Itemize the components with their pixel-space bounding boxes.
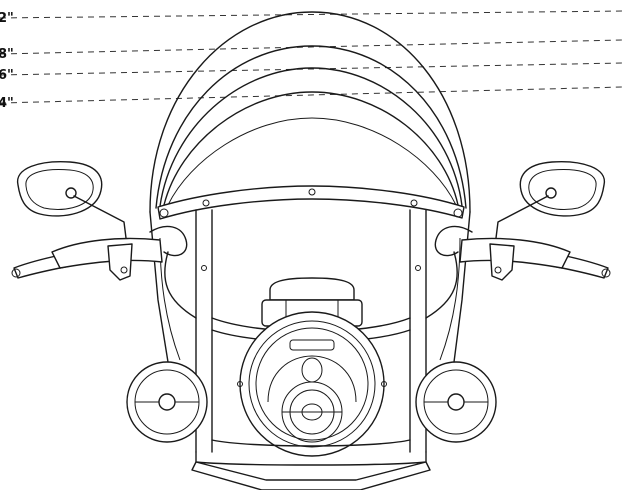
right-passing-lamp-center — [447, 393, 465, 411]
windshield-outlines — [149, 11, 471, 213]
right-switch-block — [489, 243, 515, 281]
height-guide-lines — [0, 10, 622, 104]
height-label-6: 6" — [0, 68, 14, 83]
left-control-housing — [51, 237, 163, 269]
left-switch-bolt — [120, 266, 128, 274]
gauge-housing — [269, 277, 355, 301]
headlight-outer-ring — [239, 311, 385, 457]
windshield-2in — [149, 11, 471, 213]
height-label-2: 2" — [0, 11, 14, 26]
left-mirror-stem — [73, 195, 127, 239]
lamp-bar — [195, 451, 427, 466]
height-label-4: 4" — [0, 96, 14, 111]
right-switch-bolt — [494, 266, 502, 274]
left-mirror-glass — [25, 169, 94, 210]
windshield-left-inner — [159, 237, 181, 361]
right-mirror-stem — [495, 195, 549, 239]
left-cable — [164, 251, 197, 319]
height-line-2 — [0, 10, 622, 19]
windshield-right-inner — [439, 237, 461, 361]
strut-bolt — [415, 265, 421, 271]
left-passing-lamp-center — [158, 393, 176, 411]
headlight-arc — [267, 355, 357, 403]
lamp-bar-inner — [211, 439, 411, 447]
height-line-6 — [0, 62, 622, 76]
left-clamp — [149, 225, 188, 257]
windshield-8in — [155, 45, 467, 209]
headlight-top-tab — [289, 339, 335, 351]
height-line-4 — [0, 86, 622, 104]
headlight-bezel — [248, 320, 376, 448]
windshield-6in — [159, 67, 463, 207]
lower-fork-bridge — [191, 461, 431, 490]
windshield-4in — [163, 91, 459, 206]
headlight-mount-bolt — [237, 381, 243, 387]
height-label-8: 8" — [0, 47, 14, 62]
bracket-bolt — [202, 199, 210, 207]
mounting-bracket — [157, 185, 465, 220]
right-cable — [425, 251, 458, 319]
left-switch-block — [107, 243, 133, 281]
bracket-bolt-left — [159, 208, 169, 218]
height-line-8 — [0, 39, 622, 55]
left-mirror-pivot — [65, 187, 77, 199]
bracket-bolt-center — [308, 188, 316, 196]
right-clamp — [434, 225, 473, 257]
windshield-left-side — [149, 211, 187, 379]
windshield-inner-edge — [167, 117, 457, 206]
strut-bolt — [201, 265, 207, 271]
right-lever-tip — [601, 268, 611, 278]
headlight-lens — [255, 327, 369, 441]
right-mirror — [519, 161, 605, 217]
bracket-bolt — [410, 199, 418, 207]
right-mirror-pivot — [545, 187, 557, 199]
windshield-right-side — [435, 211, 471, 379]
right-mirror-glass — [528, 169, 597, 210]
headlight-mount-bolt — [381, 381, 387, 387]
bracket-bolt-right — [453, 208, 463, 218]
left-lever-tip — [11, 268, 21, 278]
right-control-housing — [459, 237, 571, 269]
left-mirror — [17, 161, 103, 217]
